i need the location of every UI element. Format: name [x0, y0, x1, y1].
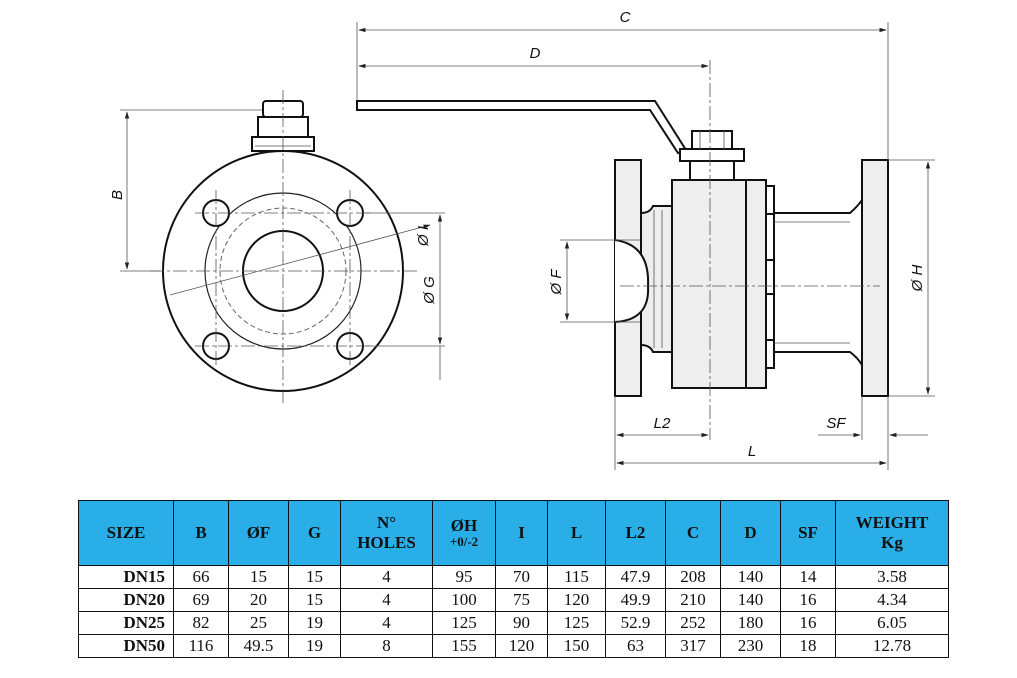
value-cell: 90	[495, 611, 548, 635]
value-cell: 120	[495, 634, 548, 658]
value-cell: 230	[720, 634, 781, 658]
value-cell: 95	[432, 565, 496, 589]
value-cell: 82	[173, 611, 229, 635]
value-cell: 140	[720, 565, 781, 589]
dim-label-sf: SF	[826, 415, 846, 432]
value-cell: 15	[288, 565, 341, 589]
column-header: G	[288, 500, 341, 566]
dim-l: L	[616, 396, 889, 470]
size-cell: DN15	[78, 565, 174, 589]
value-cell: 252	[665, 611, 721, 635]
flange-front-view	[150, 90, 431, 405]
dim-h: Ø H	[888, 159, 935, 397]
dim-label-d: D	[530, 45, 541, 62]
value-cell: 12.78	[835, 634, 949, 658]
dim-label-h: Ø H	[909, 265, 926, 293]
value-cell: 66	[173, 565, 229, 589]
value-cell: 16	[780, 611, 836, 635]
dim-c: C	[356, 9, 889, 160]
value-cell: 49.9	[605, 588, 666, 612]
value-cell: 18	[780, 634, 836, 658]
value-cell: 125	[547, 611, 606, 635]
value-cell: 52.9	[605, 611, 666, 635]
column-header: L2	[605, 500, 666, 566]
dim-label-l2: L2	[654, 415, 671, 432]
value-cell: 4	[340, 588, 433, 612]
valve-side-view	[356, 60, 889, 440]
column-header: N°HOLES	[340, 500, 433, 566]
value-cell: 208	[665, 565, 721, 589]
value-cell: 4	[340, 565, 433, 589]
valve-body	[671, 179, 747, 389]
value-cell: 19	[288, 611, 341, 635]
handle-lever	[356, 100, 688, 155]
value-cell: 6.05	[835, 611, 949, 635]
value-cell: 20	[228, 588, 289, 612]
value-cell: 16	[780, 588, 836, 612]
dim-l2: L2	[614, 396, 709, 470]
column-header: L	[547, 500, 606, 566]
value-cell: 63	[605, 634, 666, 658]
column-header: I	[495, 500, 548, 566]
value-cell: 4	[340, 611, 433, 635]
value-cell: 116	[173, 634, 229, 658]
dim-d: D	[358, 45, 709, 69]
size-cell: DN20	[78, 588, 174, 612]
value-cell: 125	[432, 611, 496, 635]
value-cell: 69	[173, 588, 229, 612]
side-stem-nut	[691, 130, 733, 150]
dim-label-c: C	[620, 9, 631, 26]
value-cell: 14	[780, 565, 836, 589]
column-header: ØF	[228, 500, 289, 566]
value-cell: 180	[720, 611, 781, 635]
value-cell: 210	[665, 588, 721, 612]
value-cell: 150	[547, 634, 606, 658]
value-cell: 49.5	[228, 634, 289, 658]
dim-label-g: Ø G	[421, 276, 438, 305]
value-cell: 140	[720, 588, 781, 612]
value-cell: 15	[228, 565, 289, 589]
dim-g: Ø G	[365, 212, 445, 380]
column-header: B	[173, 500, 229, 566]
value-cell: 155	[432, 634, 496, 658]
value-cell: 47.9	[605, 565, 666, 589]
value-cell: 317	[665, 634, 721, 658]
value-cell: 4.34	[835, 588, 949, 612]
dim-b: B	[109, 109, 262, 272]
dim-sf: SF	[818, 396, 928, 440]
dim-label-l: L	[748, 443, 756, 460]
value-cell: 70	[495, 565, 548, 589]
right-flange	[861, 159, 889, 397]
value-cell: 75	[495, 588, 548, 612]
dim-label-f: Ø F	[548, 269, 565, 296]
size-cell: DN25	[78, 611, 174, 635]
value-cell: 100	[432, 588, 496, 612]
value-cell: 8	[340, 634, 433, 658]
value-cell: 3.58	[835, 565, 949, 589]
value-cell: 19	[288, 634, 341, 658]
column-header: SIZE	[78, 500, 174, 566]
value-cell: 15	[288, 588, 341, 612]
value-cell: 25	[228, 611, 289, 635]
column-header: D	[720, 500, 781, 566]
dim-label-b: B	[109, 190, 126, 200]
value-cell: 120	[547, 588, 606, 612]
column-header: C	[665, 500, 721, 566]
value-cell: 115	[547, 565, 606, 589]
size-cell: DN50	[78, 634, 174, 658]
column-header: SF	[780, 500, 836, 566]
technical-drawing: B Ø I Ø G	[109, 9, 935, 470]
column-header: ØH+0/-2	[432, 500, 496, 566]
dim-f: Ø F	[548, 239, 640, 323]
dim-label-i: Ø I	[415, 226, 432, 247]
